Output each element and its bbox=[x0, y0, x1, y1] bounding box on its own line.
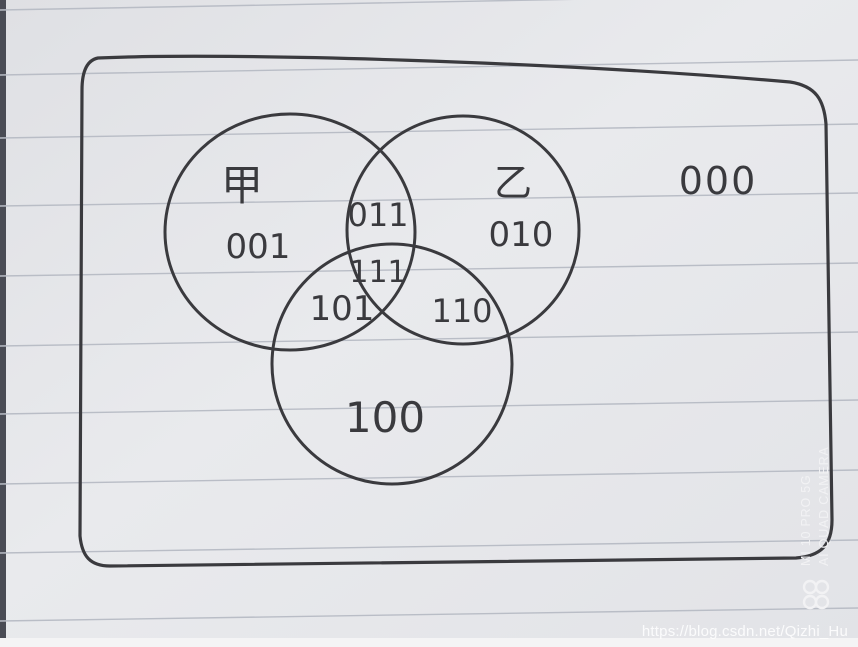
camera-logo-icon bbox=[802, 579, 830, 610]
source-watermark: https://blog.csdn.net/Qizhi_Hu bbox=[641, 623, 848, 640]
region-011: 011 bbox=[347, 196, 408, 234]
region-110: 110 bbox=[431, 292, 492, 330]
camera-watermark-line2: AI QUAD CAMERA bbox=[817, 446, 831, 566]
circle-jia bbox=[163, 112, 417, 352]
label-yi: 乙 bbox=[494, 161, 532, 205]
region-000: 000 bbox=[679, 159, 758, 203]
circle-yi bbox=[345, 114, 581, 346]
region-010: 010 bbox=[489, 215, 554, 255]
circle-bing bbox=[270, 242, 514, 486]
paper-edge bbox=[0, 0, 6, 647]
bottom-strip bbox=[0, 638, 858, 647]
region-001: 001 bbox=[226, 227, 291, 267]
universe-rectangle bbox=[78, 54, 834, 568]
label-jia: 甲 bbox=[221, 161, 263, 210]
region-100: 100 bbox=[345, 393, 425, 442]
region-101: 101 bbox=[310, 289, 375, 329]
camera-watermark: MI 10 PRO 5G AI QUAD CAMERA bbox=[796, 444, 836, 614]
camera-watermark-line1: MI 10 PRO 5G bbox=[799, 474, 813, 566]
region-111: 111 bbox=[349, 255, 406, 290]
